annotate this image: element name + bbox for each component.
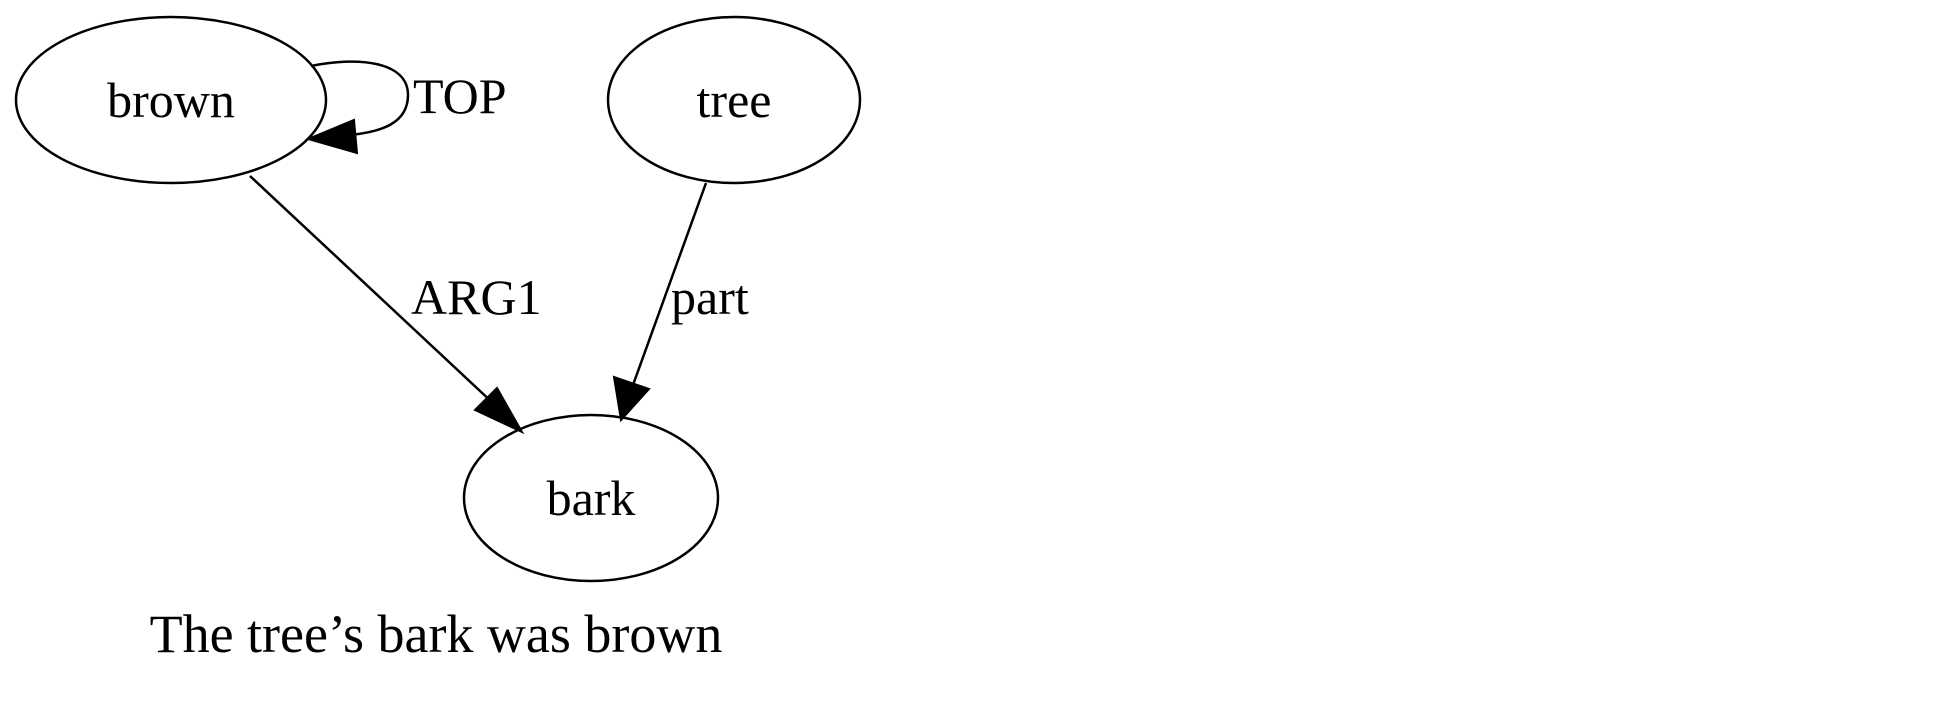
edge-top-arrowhead [304,118,359,155]
edge-part-label: part [671,269,749,325]
node-tree: tree [606,15,862,185]
edge-part-line [631,182,708,386]
node-brown: brown [14,15,328,185]
edge-arg1-line [249,175,496,406]
edge-top-line [310,60,410,137]
node-bark-label: bark [547,470,636,526]
edge-top: TOP [304,60,507,155]
edge-arg1-arrowhead [473,386,525,435]
node-tree-ellipse [606,15,862,185]
edge-part-arrowhead [612,375,651,423]
node-bark-ellipse [462,413,720,583]
node-brown-label: brown [107,72,235,128]
edge-part: part [612,182,749,423]
node-tree-label: tree [697,72,772,128]
edge-top-label: TOP [413,68,507,124]
node-bark: bark [462,413,720,583]
edge-arg1-label: ARG1 [411,269,542,325]
node-brown-ellipse [14,15,328,185]
edge-arg1: ARG1 [249,175,542,435]
diagram-caption: The tree’s bark was brown [150,604,723,664]
